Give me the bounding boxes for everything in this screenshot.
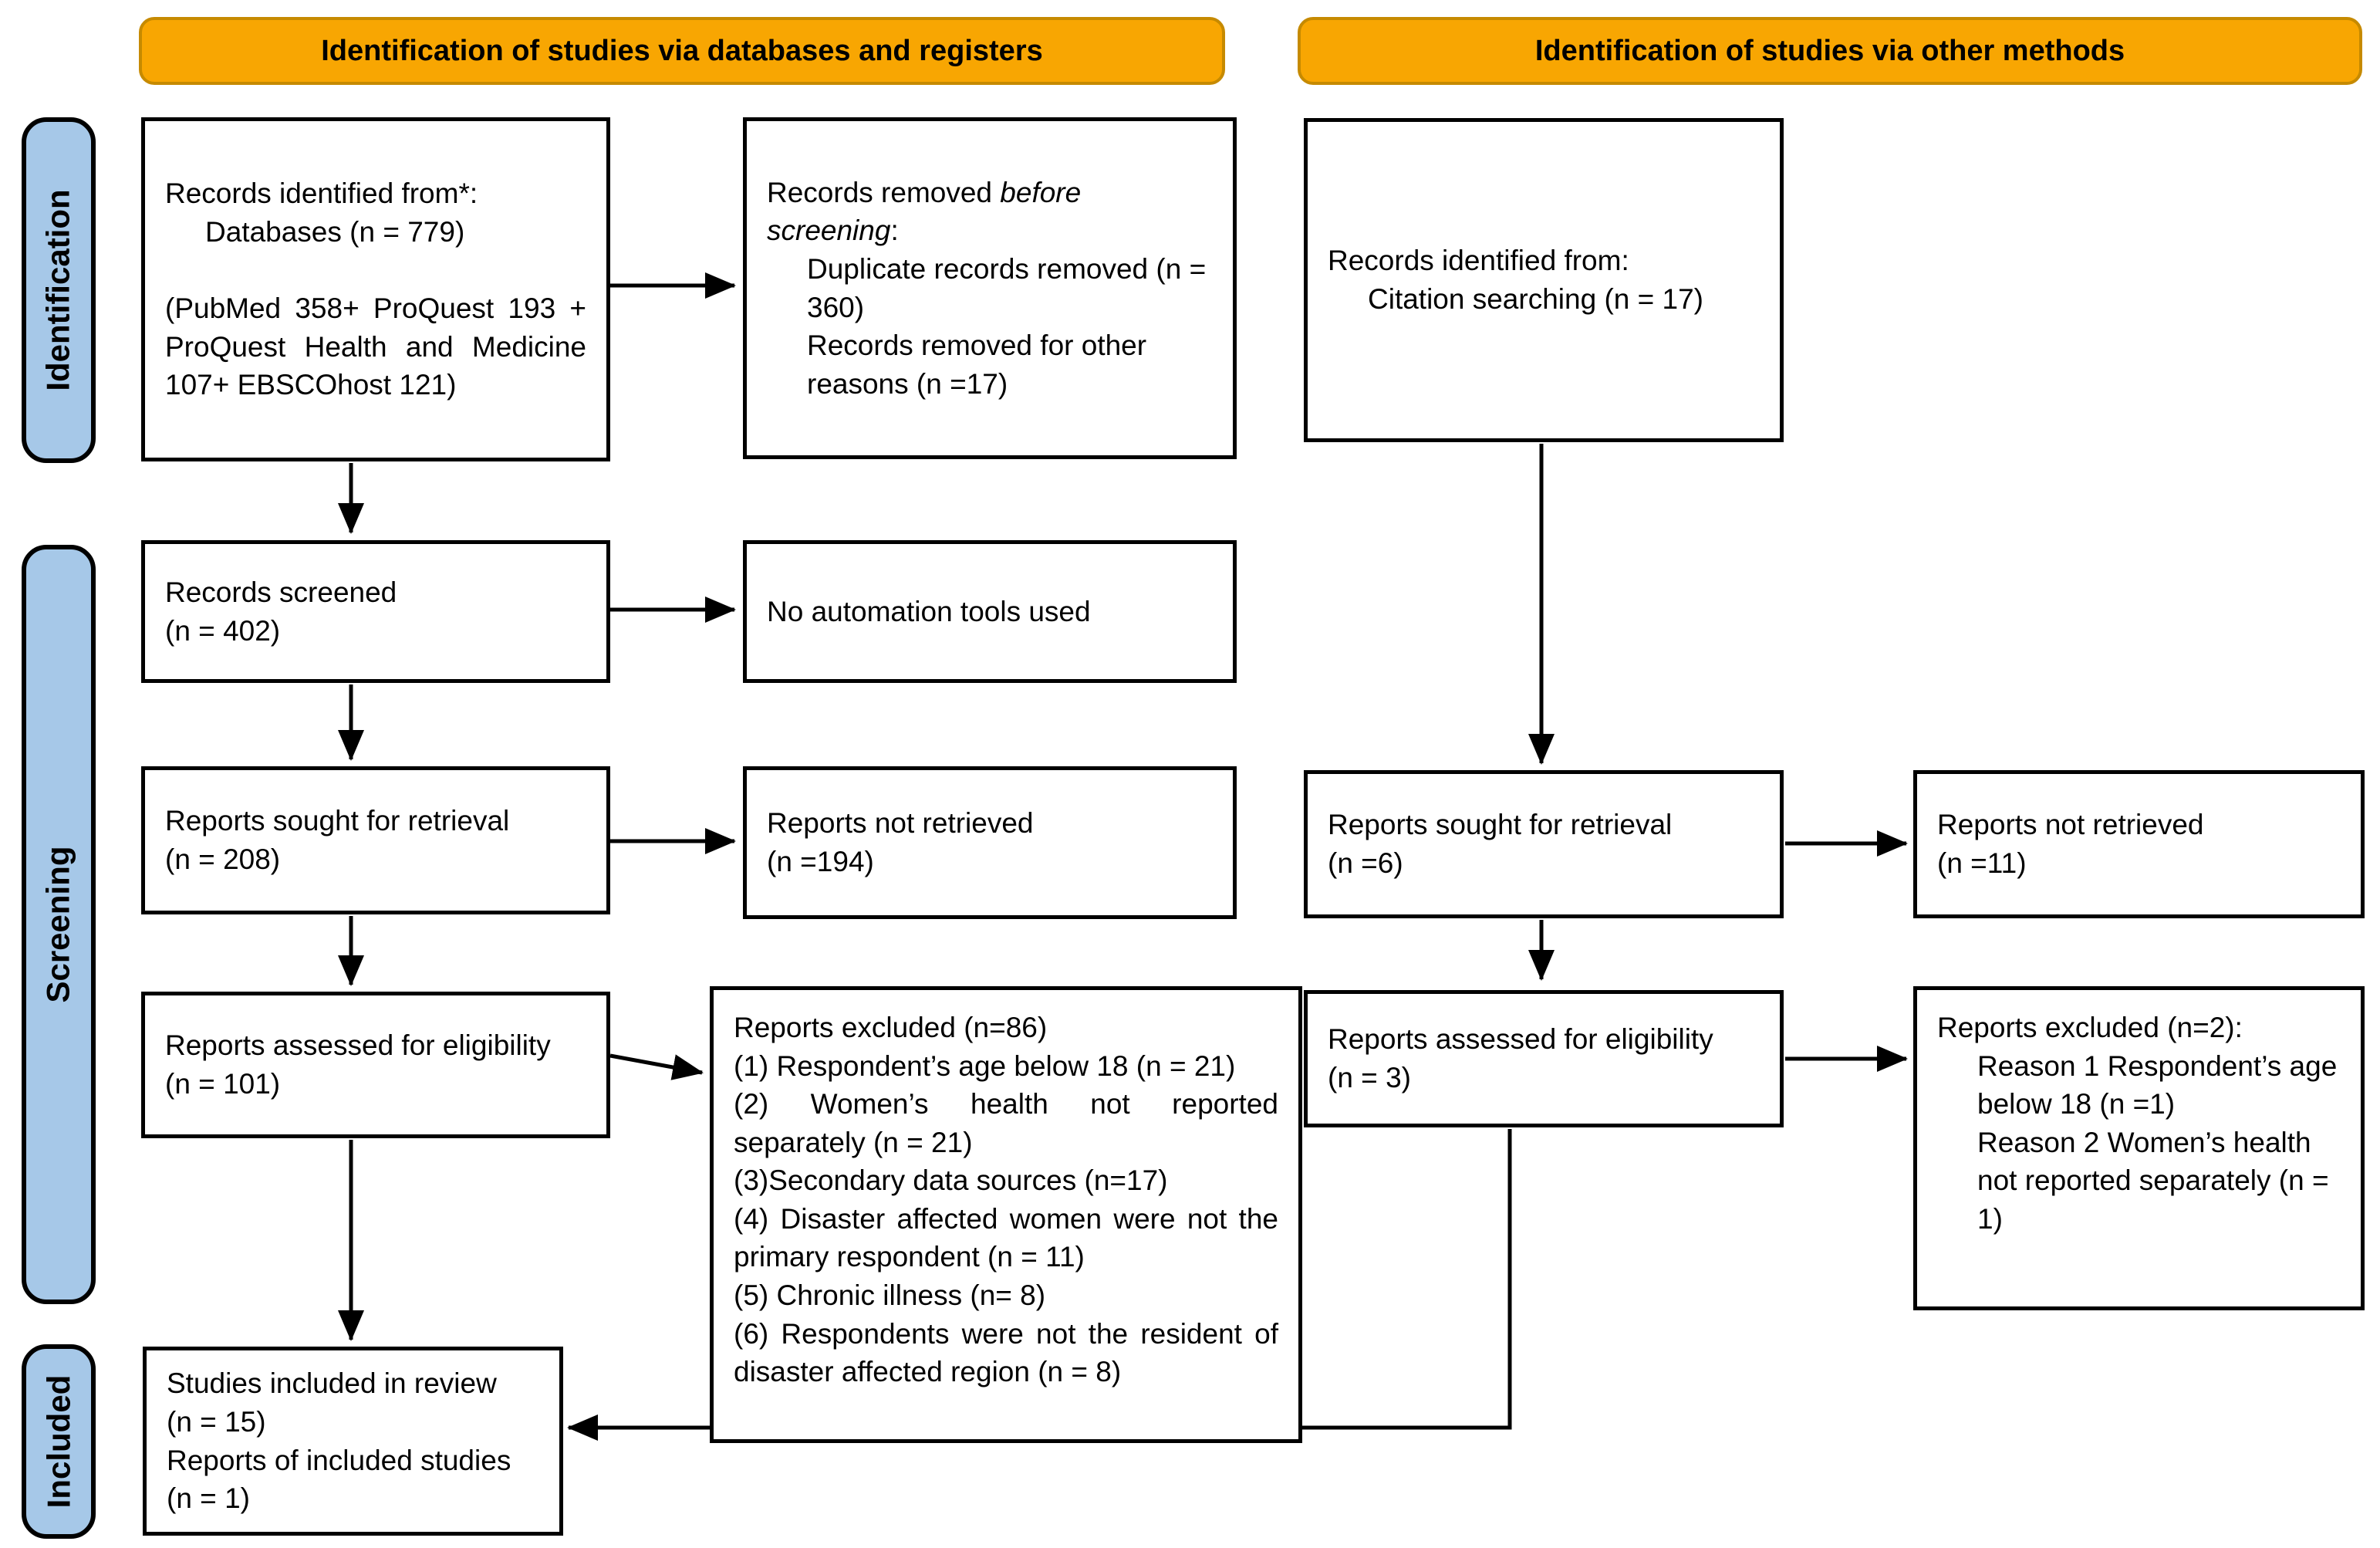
box-reports-assessed-databases: Reports assessed for eligibility (n = 10… [141,992,610,1138]
duplicates-removed-count: Duplicate records removed (n = 360) [807,252,1207,323]
records-removed-heading-italic: before screening [767,176,1082,247]
box-reports-not-retrieved-other: Reports not retrieved (n =11) [1913,770,2365,918]
records-identified-heading: Records identified from*: [165,177,478,210]
reports-not-retrieved-databases-count: (n =194) [767,846,874,877]
exclusion-reason-5: (5) Chronic illness (n= 8) [734,1279,1046,1312]
reports-not-retrieved-databases-label: Reports not retrieved [767,807,1034,840]
banner-databases-registers: Identification of studies via databases … [139,17,1225,85]
box-reports-sought-databases: Reports sought for retrieval (n = 208) [141,766,610,914]
box-studies-included: Studies included in review (n = 15) Repo… [143,1347,563,1536]
arrow-assessed-to-excluded [609,1053,704,1080]
box-reports-excluded-other: Reports excluded (n=2): Reason 1 Respond… [1913,986,2365,1310]
box-reports-sought-other: Reports sought for retrieval (n =6) [1304,770,1784,918]
records-removed-heading-normal: Records removed [767,176,1001,208]
box-records-removed: Records removed before screening: Duplic… [743,117,1237,459]
exclusion-reason-6: (6) Respondents were not the resident of… [734,1317,1278,1388]
records-identified-sources-detail: (PubMed 358+ ProQuest 193 + ProQuest Hea… [165,292,586,401]
exclusion-reason-3: (3)Secondary data sources (n=17) [734,1164,1168,1197]
studies-included-label: Studies included in review [167,1367,497,1400]
records-screened-count: (n = 402) [165,614,281,647]
exclusion-other-reason-1: Reason 1 Respondent’s age below 18 (n =1… [1977,1049,2338,1120]
studies-included-count: (n = 15) [167,1405,266,1438]
stage-screening-label: Screening [40,846,77,1003]
records-identified-databases-count: Databases (n = 779) [205,215,465,248]
stage-identification-label: Identification [40,189,76,391]
reports-excluded-other-title: Reports excluded (n=2): [1937,1012,2243,1043]
reports-not-retrieved-other-count: (n =11) [1937,847,2027,879]
stage-included-label: Included [40,1374,76,1509]
stage-included: Included [22,1344,96,1539]
records-screened-label: Records screened [165,576,397,608]
no-automation-label: No automation tools used [767,595,1091,627]
reports-sought-other-label: Reports sought for retrieval [1328,809,1673,841]
citation-searching-count: Citation searching (n = 17) [1368,283,1703,315]
exclusion-reason-1: (1) Respondent’s age below 18 (n = 21) [734,1049,1236,1082]
spacer [165,251,586,289]
records-removed-heading-colon: : [890,215,899,247]
reports-included-label: Reports of included studies [167,1444,511,1476]
records-removed-heading: Records removed before screening: [767,174,1213,250]
box-records-screened: Records screened (n = 402) [141,540,610,683]
stage-identification: Identification [22,117,96,463]
exclusion-other-reason-2: Reason 2 Women’s health not reported sep… [1977,1126,2329,1235]
box-records-identified-other: Records identified from: Citation search… [1304,118,1784,442]
banner-other-methods: Identification of studies via other meth… [1298,17,2362,85]
banner-other-methods-label: Identification of studies via other meth… [1534,34,2125,67]
banner-databases-registers-label: Identification of studies via databases … [321,34,1043,67]
box-reports-assessed-other: Reports assessed for eligibility (n = 3) [1304,990,1784,1127]
reports-sought-other-count: (n =6) [1328,847,1403,879]
reports-excluded-databases-title: Reports excluded (n=86) [734,1012,1048,1043]
records-identified-other-heading: Records identified from: [1328,245,1629,277]
box-records-identified-databases: Records identified from*: Databases (n =… [141,117,610,461]
reports-sought-databases-label: Reports sought for retrieval [165,805,510,837]
stage-screening: Screening [22,545,96,1304]
reports-assessed-other-label: Reports assessed for eligibility [1328,1023,1713,1056]
reports-assessed-other-count: (n = 3) [1328,1062,1411,1093]
exclusion-reason-4: (4) Disaster affected women were not the… [734,1202,1278,1273]
reports-assessed-databases-count: (n = 101) [165,1068,281,1100]
reports-assessed-databases-label: Reports assessed for eligibility [165,1029,551,1062]
other-reasons-removed-count: Records removed for other reasons (n =17… [807,330,1147,400]
exclusion-reason-2: (2) Women’s health not reported separate… [734,1088,1278,1158]
box-reports-not-retrieved-databases: Reports not retrieved (n =194) [743,766,1237,919]
reports-included-count: (n = 1) [167,1482,250,1515]
reports-not-retrieved-other-label: Reports not retrieved [1937,809,2204,841]
reports-sought-databases-count: (n = 208) [165,843,281,875]
box-reports-excluded-databases: Reports excluded (n=86) (1) Respondent’s… [710,986,1302,1443]
box-no-automation: No automation tools used [743,540,1237,683]
